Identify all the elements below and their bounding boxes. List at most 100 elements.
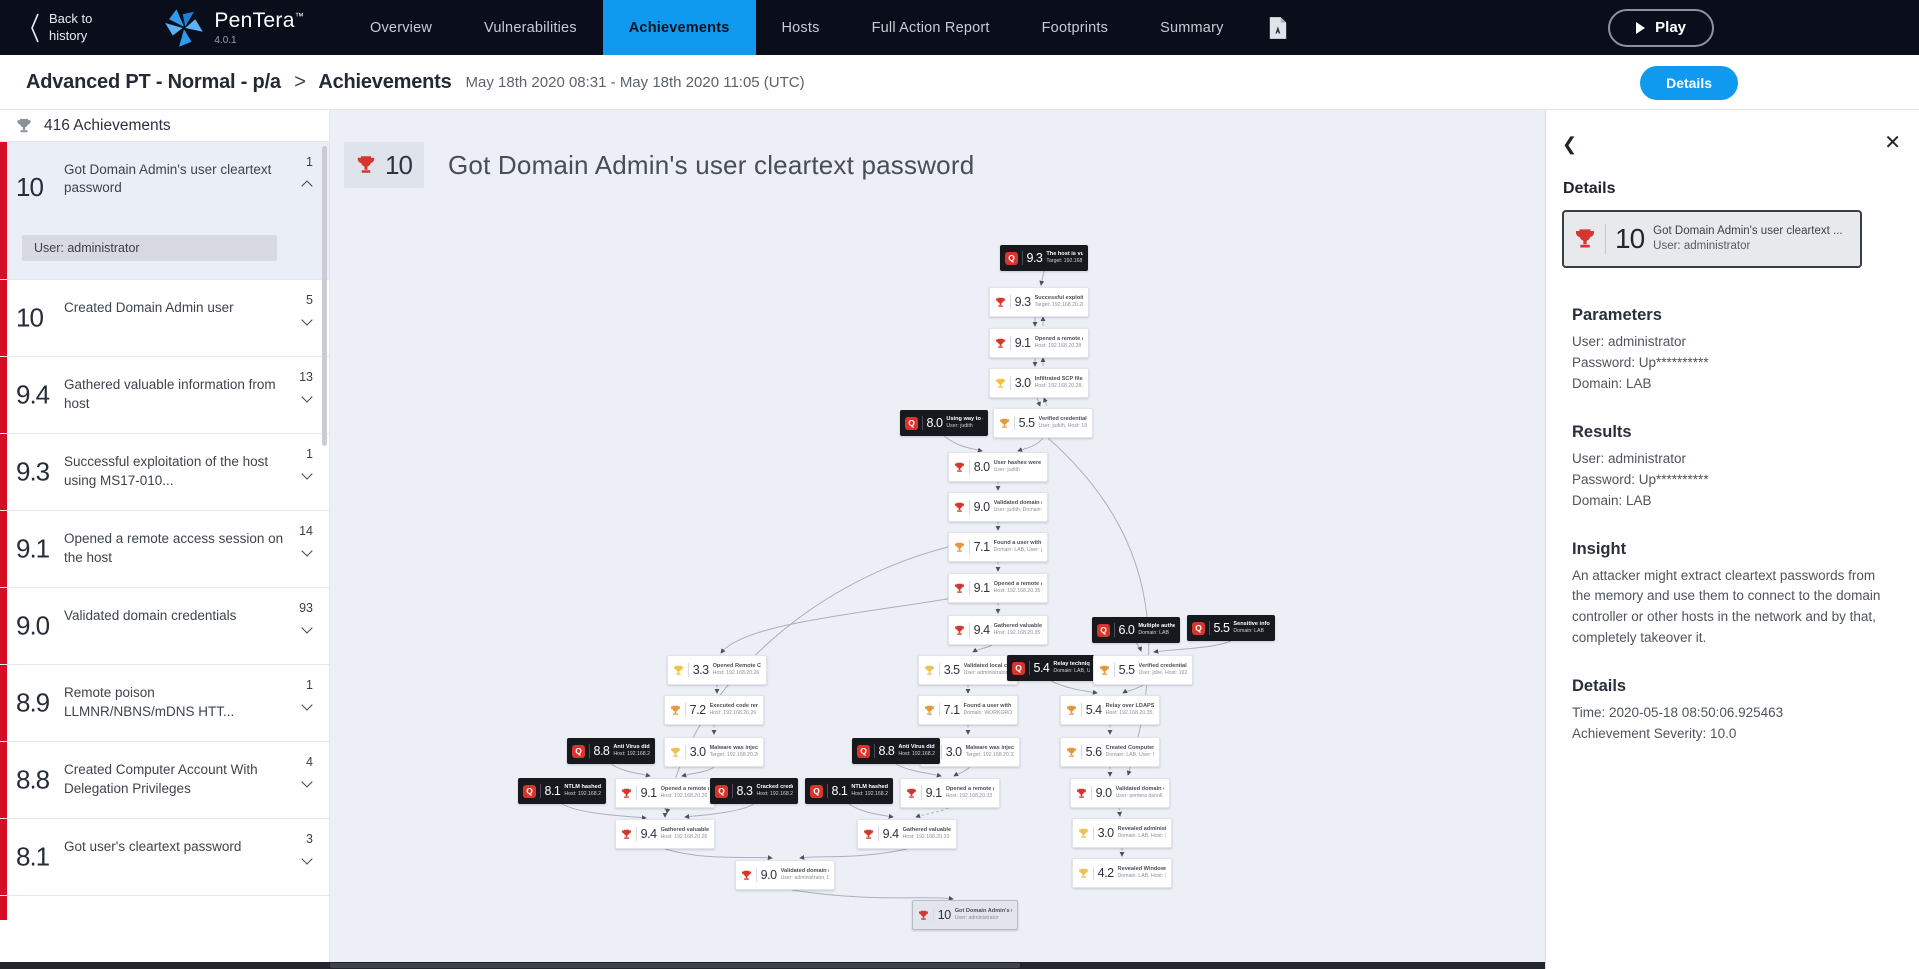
- node-subtitle: User: judith, Domain: LAB: [993, 507, 1042, 514]
- graph-node[interactable]: 9.1 Opened a remote access ... Host: 192…: [948, 573, 1048, 603]
- chevron-icon[interactable]: [301, 180, 313, 192]
- graph-node[interactable]: Q 8.0 Using way to guess pass... User: j…: [900, 410, 988, 436]
- graph-node[interactable]: 7.2 Executed code remotely o... Host: 19…: [664, 695, 764, 725]
- breadcrumb: Advanced PT - Normal - p/a > Achievement…: [26, 70, 452, 93]
- chevron-icon[interactable]: [301, 468, 313, 481]
- node-subtitle: Host: 192.168.20.26: [660, 793, 708, 800]
- graph-node[interactable]: 9.0 Validated domain credent... User: ju…: [948, 492, 1048, 522]
- chevron-icon[interactable]: [301, 391, 313, 404]
- scrollbar-thumb[interactable]: [330, 963, 1020, 968]
- details-button[interactable]: Details: [1640, 66, 1738, 100]
- node-score: 9.1: [1014, 336, 1031, 350]
- section-line: Time: 2020-05-18 08:50:06.925463: [1572, 705, 1784, 721]
- node-score: 8.1: [544, 784, 561, 798]
- graph-node[interactable]: Q 5.4 Relay techniques in the n... Domai…: [1007, 655, 1095, 681]
- chevron-icon[interactable]: [301, 699, 313, 712]
- chevron-icon[interactable]: [301, 314, 313, 327]
- card-title: Got Domain Admin's user cleartext ...: [1653, 225, 1843, 238]
- graph-node[interactable]: Q 8.8 Anti Virus did not block m... Host…: [852, 738, 940, 764]
- node-subtitle: Host: 192.168.20.26: [756, 791, 793, 798]
- chevron-icon[interactable]: [301, 853, 313, 866]
- nav-tab-achievements[interactable]: Achievements: [602, 0, 756, 55]
- graph-node[interactable]: Q 8.3 Cracked credentials rev... Host: 1…: [710, 778, 798, 804]
- chevron-icon[interactable]: [301, 622, 313, 635]
- trophy-icon: [995, 378, 1006, 388]
- chevron-icon[interactable]: [301, 545, 313, 558]
- graph-node[interactable]: 8.0 User hashes were crack... User: judi…: [948, 452, 1048, 482]
- graph-node[interactable]: Q 6.0 Multiple authentication at... Doma…: [1092, 617, 1180, 643]
- node-title: Verified credentials user H...: [1138, 662, 1187, 669]
- graph-node[interactable]: 9.0 Validated domain credenti... User: p…: [1070, 778, 1170, 808]
- node-title: Gathered valuable inform...: [660, 826, 709, 833]
- section-line: Password: Up**********: [1572, 354, 1709, 370]
- node-subtitle: User: pentera danull, Do...: [1115, 793, 1164, 800]
- item-title: Got user's cleartext password: [64, 839, 242, 855]
- graph-node[interactable]: 9.1 Opened a remote access ... Host: 192…: [900, 778, 1000, 808]
- play-button[interactable]: Play: [1608, 8, 1714, 47]
- graph-node[interactable]: 4.2 Revealed Windows admin... Domain: LA…: [1072, 858, 1172, 888]
- graph-node[interactable]: Q 8.1 NTLM hashed credentials... Host: 1…: [518, 778, 606, 804]
- graph-node[interactable]: 3.0 Infiltrated SCP file Host: 192.168.2…: [989, 368, 1089, 398]
- play-triangle-icon: [1636, 21, 1646, 34]
- graph-node[interactable]: Q 8.1 NTLM hashed credentials... Host: 1…: [805, 778, 893, 804]
- nav-tab-summary[interactable]: Summary: [1160, 19, 1224, 36]
- achievement-list-item[interactable]: 9.1 Opened a remote access session on th…: [0, 511, 329, 589]
- achievements-count-label: 416 Achievements: [44, 116, 171, 134]
- graph-node[interactable]: 9.4 Gathered valuable inform... Host: 19…: [948, 615, 1048, 645]
- pdf-export-button[interactable]: [1250, 0, 1306, 55]
- item-title: Created Domain Admin user: [64, 300, 234, 316]
- sidebar-scrollbar[interactable]: [322, 146, 327, 446]
- achievement-list-item[interactable]: 10 Created Domain Admin user 5: [0, 280, 329, 358]
- graph-node[interactable]: 5.5 Verified credentials user h... User:…: [993, 408, 1093, 438]
- graph-node[interactable]: Q 8.8 Anti Virus did not block m... Host…: [567, 738, 655, 764]
- graph-node[interactable]: 3.0 Revealed administrative g... Domain:…: [1072, 818, 1172, 848]
- item-tag: User: administrator: [22, 235, 277, 262]
- nav-tab-full-action-report[interactable]: Full Action Report: [871, 19, 990, 36]
- graph-node[interactable]: 3.0 Malware was injected to ... Target: …: [664, 737, 764, 767]
- nav-tab-overview[interactable]: Overview: [370, 19, 433, 36]
- achievement-list-item[interactable]: 9.4 Gathered valuable information from h…: [0, 357, 329, 435]
- chevron-icon[interactable]: [301, 776, 313, 789]
- nav-tab-footprints[interactable]: Footprints: [1041, 19, 1109, 36]
- node-score: 9.1: [973, 581, 990, 595]
- achievement-card[interactable]: 10 Got Domain Admin's user cleartext ...…: [1562, 210, 1862, 268]
- nav-tab-vulnerabilities[interactable]: Vulnerabilities: [484, 19, 577, 36]
- graph-node[interactable]: 9.4 Gathered valuable inform... Host: 19…: [615, 819, 715, 849]
- achievement-list-item[interactable]: 9.3 Successful exploitation of the host …: [0, 434, 329, 512]
- graph-node[interactable]: 9.1 Opened a remote access ... Host: 192…: [615, 778, 715, 808]
- graph-node[interactable]: 5.6 Created Computer Account Domain: LAB…: [1060, 737, 1160, 767]
- nav-tab-hosts[interactable]: Hosts: [781, 19, 820, 36]
- node-title: Anti Virus did not block m...: [898, 743, 935, 750]
- node-subtitle: Domain: LAB, Host: 192.1...: [1117, 833, 1166, 840]
- card-subtitle: User: administrator: [1653, 240, 1751, 252]
- graph-node[interactable]: Q 5.5 Sensitive information gat... Domai…: [1187, 615, 1275, 641]
- section-line: Domain: LAB: [1572, 375, 1652, 391]
- graph-node[interactable]: 3.5 Validated local credentials User: ad…: [918, 655, 1018, 685]
- graph-node[interactable]: 9.1 Opened a remote access... Host: 192.…: [989, 328, 1089, 358]
- node-title: Got Domain Admin's user...: [954, 907, 1012, 914]
- graph-node[interactable]: 3.3 Opened Remote Control ... Host: 192.…: [667, 655, 767, 685]
- graph-node[interactable]: Q 9.3 The host is vulnerable to ... Targ…: [1000, 245, 1088, 271]
- graph-node[interactable]: 9.0 Validated domain credent... User: ad…: [735, 860, 835, 890]
- achievement-list-item[interactable]: 10 Got Domain Admin's user cleartext pas…: [0, 142, 329, 281]
- close-icon[interactable]: ✕: [1884, 132, 1901, 154]
- graph-node[interactable]: 7.1 Found a user with admini... Domain: …: [918, 695, 1018, 725]
- panel-collapse-icon[interactable]: ❮: [1562, 134, 1578, 154]
- achievement-list-item[interactable]: 8.1 Got user's cleartext password 3: [0, 819, 329, 897]
- achievement-list-item[interactable]: 8.9 Remote poison LLMNR/NBNS/mDNS HTT...…: [0, 665, 329, 743]
- graph-node[interactable]: 9.4 Gathered valuable inform... Host: 19…: [857, 819, 957, 849]
- horizontal-scrollbar[interactable]: [0, 962, 1545, 969]
- trophy-icon: [954, 462, 965, 472]
- graph-node[interactable]: 5.5 Verified credentials user H... User:…: [1093, 655, 1193, 685]
- achievement-list-item[interactable]: [0, 896, 329, 921]
- graph-node[interactable]: 10 Got Domain Admin's user... User: admi…: [912, 900, 1018, 930]
- node-subtitle: User: judith, Host: 192.16...: [1038, 423, 1087, 430]
- achievement-list-item[interactable]: 9.0 Validated domain credentials 93: [0, 588, 329, 666]
- graph-node[interactable]: 5.4 Relay over LDAPS Host: 192.168.20.35…: [1060, 695, 1160, 725]
- graph-node[interactable]: 7.1 Found a user with admini... Domain: …: [948, 532, 1048, 562]
- trophy-icon: [918, 910, 929, 920]
- node-title: Relay techniques in the n...: [1053, 660, 1090, 667]
- achievement-list-item[interactable]: 8.8 Created Computer Account With Delega…: [0, 742, 329, 820]
- graph-node[interactable]: 9.3 Successful exploitation of... Target…: [989, 287, 1089, 317]
